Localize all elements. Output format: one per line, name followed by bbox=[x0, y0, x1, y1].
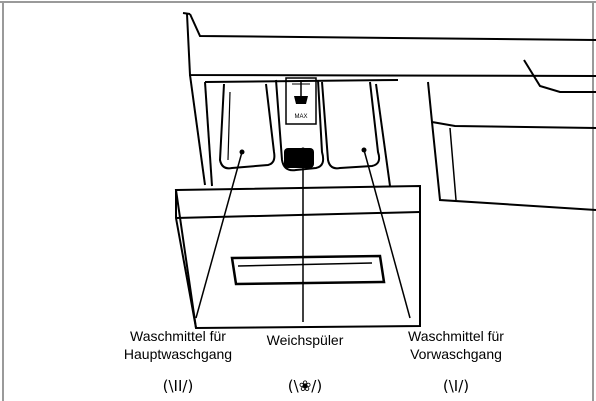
label-main-wash: Waschmittel für Hauptwaschgang bbox=[124, 328, 232, 362]
main-wash-compartment bbox=[218, 83, 276, 170]
pre-wash-compartment bbox=[321, 81, 381, 170]
machine-housing bbox=[182, 12, 596, 211]
label-softener: Weichspüler bbox=[267, 332, 344, 348]
label-main-wash-line1: Waschmittel für bbox=[130, 328, 226, 344]
leader-lines bbox=[195, 149, 411, 322]
drawer-handle bbox=[230, 254, 386, 286]
siphon-max-mark: MAX bbox=[294, 114, 307, 120]
label-main-wash-line2: Hauptwaschgang bbox=[124, 346, 232, 362]
main-wash-symbol: (\II/) bbox=[163, 377, 194, 395]
leader-dots bbox=[239, 147, 367, 155]
label-pre-wash-line2: Vorwaschgang bbox=[410, 346, 502, 362]
drawer-compartments bbox=[204, 77, 399, 187]
softener-symbol: (\❀/) bbox=[288, 377, 322, 395]
drawer-front bbox=[174, 184, 421, 330]
label-softener-line1: Weichspüler bbox=[267, 332, 344, 348]
compartment-symbols: (\II/) (\❀/) (\I/) bbox=[163, 377, 469, 395]
pre-wash-symbol: (\I/) bbox=[443, 377, 469, 395]
softener-compartment bbox=[275, 79, 325, 172]
label-pre-wash-line1: Waschmittel für bbox=[408, 328, 504, 344]
label-pre-wash: Waschmittel für Vorwaschgang bbox=[408, 328, 504, 362]
